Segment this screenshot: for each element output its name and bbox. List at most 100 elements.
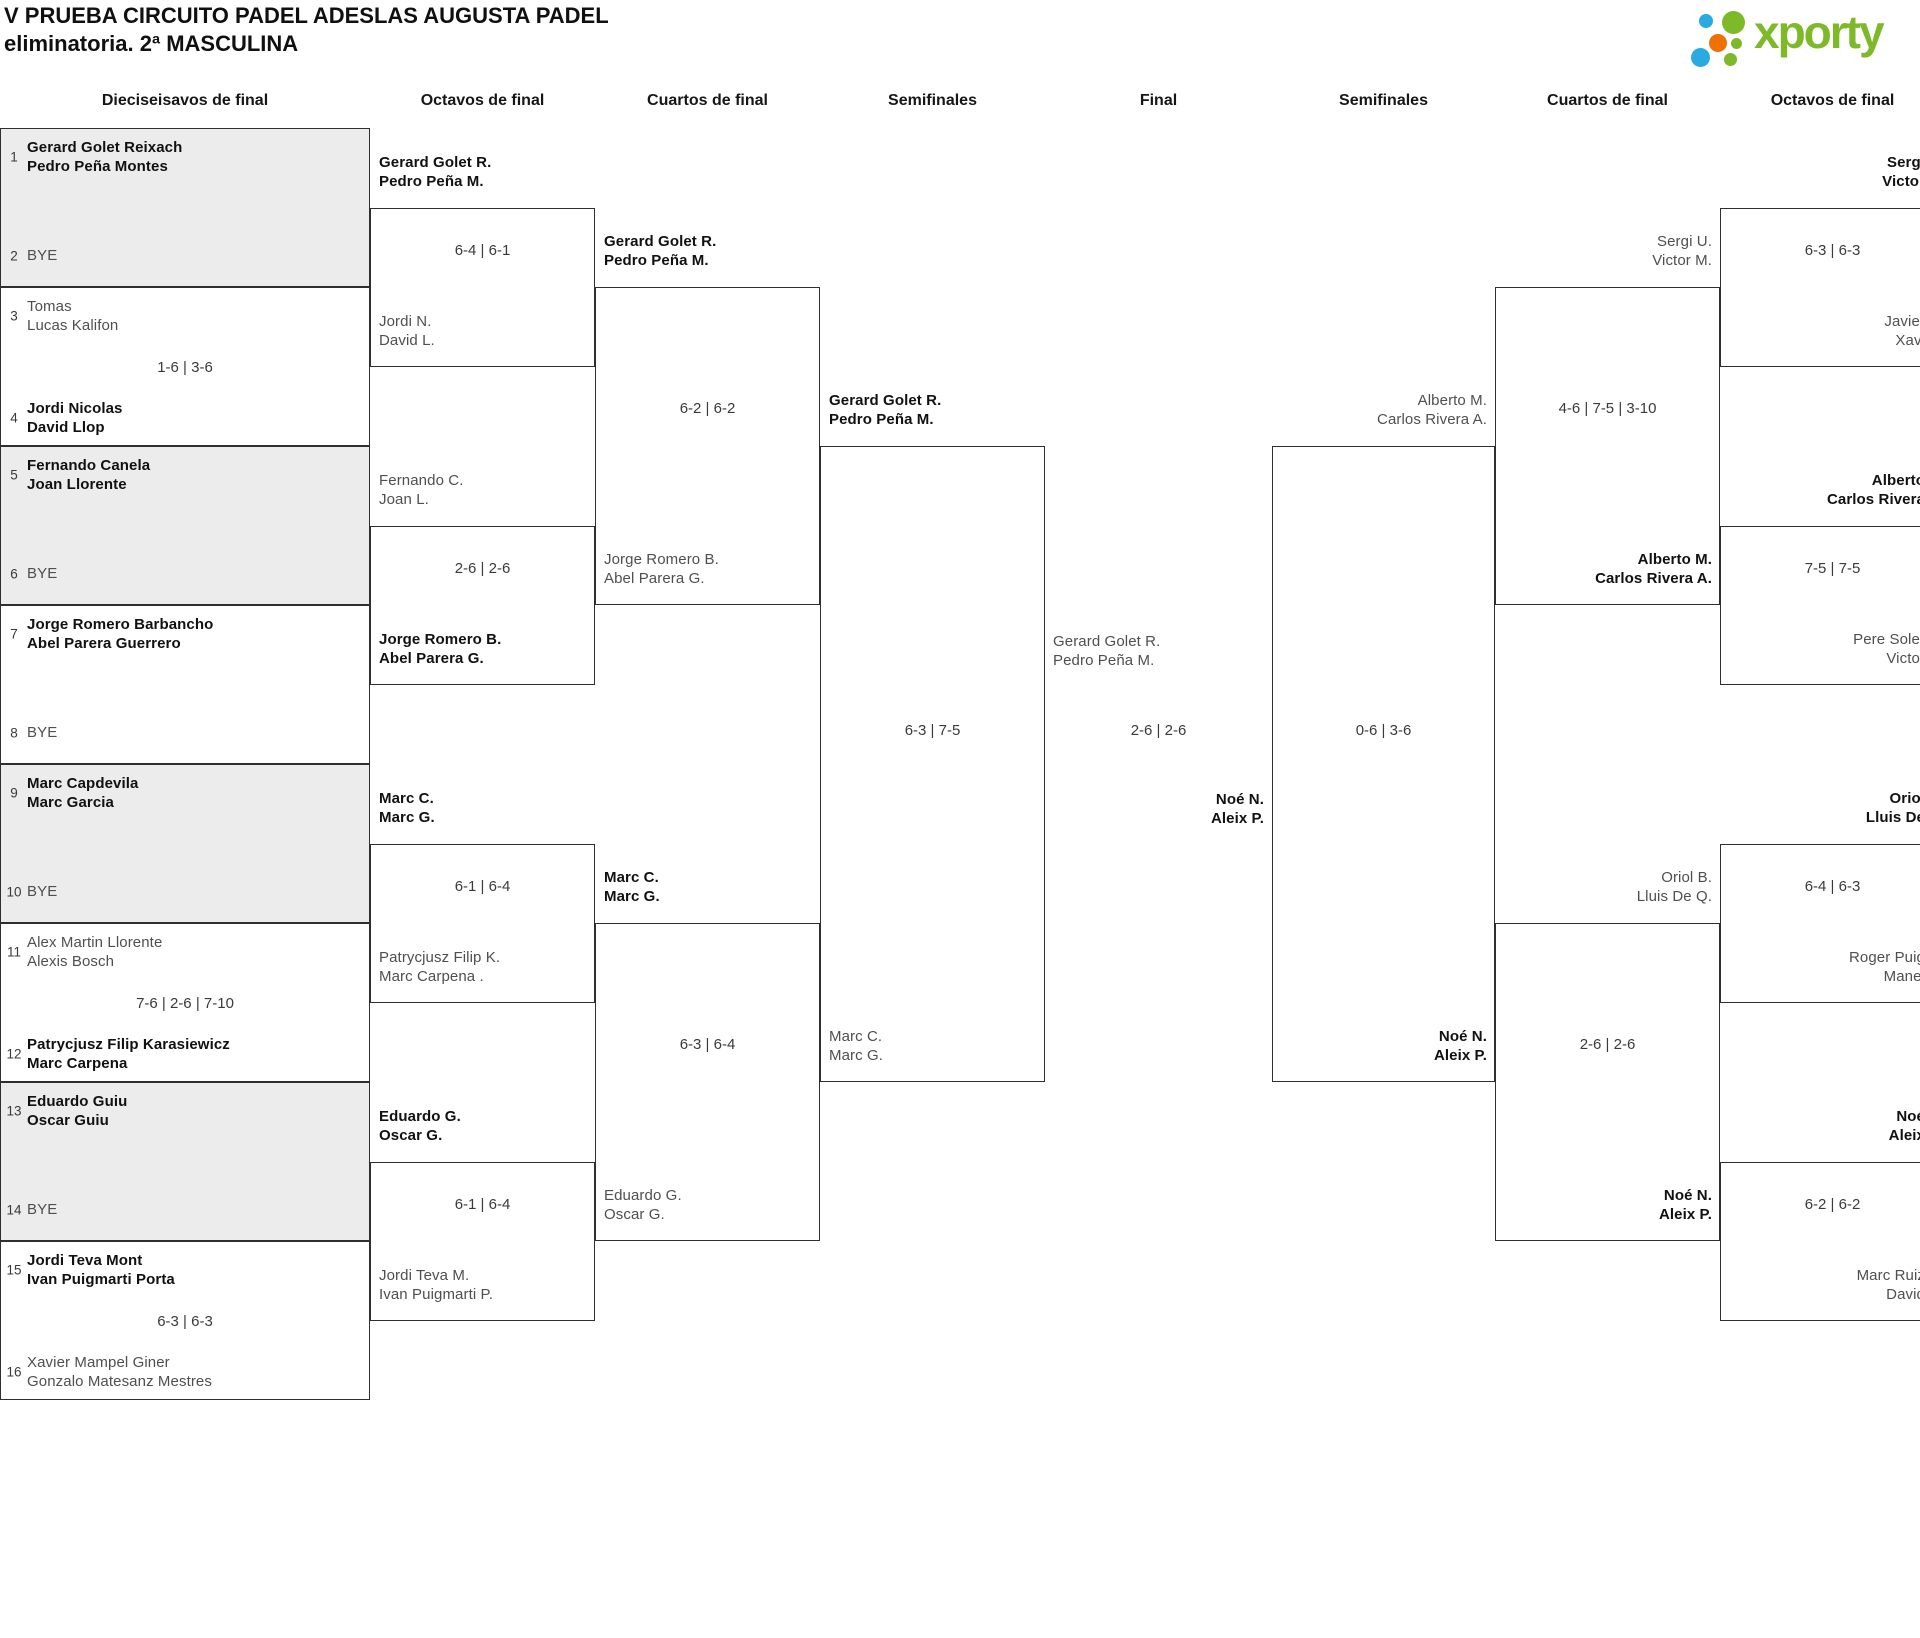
seed-number: 6 [10, 566, 18, 581]
team-label[interactable]: BYE [27, 724, 58, 741]
bracket-slot: 8 BYE [0, 723, 370, 742]
match-box [595, 287, 820, 605]
team-label[interactable]: Gerard Golet R.Pedro Peña M. [829, 392, 942, 428]
match-box [595, 923, 820, 1241]
team-label[interactable]: Noé N.Aleix P. [1210, 791, 1264, 827]
seed-number: 3 [10, 308, 18, 324]
round-header-octavos-left: Octavos de final [420, 92, 545, 109]
seed-number: 8 [10, 725, 18, 740]
team-label[interactable]: Pere SolerVictor [1853, 630, 1920, 667]
match-box [0, 128, 370, 287]
team-label[interactable]: Noé N.Aleix P. [1433, 1028, 1487, 1064]
team-label[interactable]: Fernando C.Joan L. [379, 471, 464, 508]
team-label[interactable]: Marc C.Marc G. [379, 789, 435, 826]
team-label[interactable]: OriolLluis De [1865, 789, 1920, 826]
team-label[interactable]: Jorge Romero B.Abel Parera G. [379, 630, 502, 667]
team-label[interactable]: BYE [27, 1201, 58, 1218]
match-box [1272, 446, 1495, 1082]
team-label[interactable]: BYE [27, 247, 58, 264]
match-box [0, 446, 370, 605]
match-box [0, 287, 370, 446]
team-label[interactable]: BYE [27, 565, 58, 582]
team-label[interactable]: Eduardo G.Oscar G. [379, 1107, 461, 1144]
team-label[interactable]: Jordi Teva M.Ivan Puigmarti P. [379, 1266, 493, 1303]
logo-dot-blue-large-icon [1691, 48, 1710, 67]
team-label[interactable]: NoéAleix [1888, 1107, 1920, 1144]
team-label[interactable]: Roger PuigManel [1848, 948, 1920, 985]
team-label[interactable]: Noé N.Aleix P. [1658, 1187, 1712, 1223]
team-label[interactable]: Alberto M.Carlos Rivera A. [1377, 392, 1487, 428]
match-score: 6-3 | 6-3 [157, 1312, 213, 1330]
seed-number: 16 [6, 1364, 22, 1380]
match-box [1720, 525, 1920, 685]
team-label[interactable]: Gerard Golet R.Pedro Peña M. [379, 153, 492, 190]
match-box [370, 207, 595, 367]
bracket-slot: 6 BYE [0, 564, 370, 583]
match-box [370, 525, 595, 685]
match-box [0, 1241, 370, 1400]
match-box [1720, 207, 1920, 367]
match-score: 2-6 | 2-6 [1130, 722, 1187, 739]
team-label[interactable]: SergiVictor [1882, 153, 1920, 190]
team-label[interactable]: Jordi N.David L. [379, 312, 435, 349]
team-label[interactable]: Marc RuizDavid [1856, 1266, 1920, 1303]
match-box [1495, 923, 1720, 1241]
match-box [1495, 287, 1720, 605]
xporty-logo[interactable]: xporty [1688, 4, 1910, 67]
seed-number: 10 [6, 884, 22, 899]
team-label[interactable]: Oriol B.Lluis De Q. [1636, 869, 1712, 905]
team-label[interactable]: Gerard Golet R.Pedro Peña M. [1053, 633, 1161, 669]
team-label[interactable]: Marc C.Marc G. [604, 869, 660, 905]
match-score: 6-2 | 6-2 [1804, 1195, 1861, 1213]
match-box [0, 923, 370, 1082]
logo-dot-blue-small-icon [1699, 14, 1713, 28]
seed-number: 5 [10, 467, 18, 483]
seed-number: 2 [10, 248, 18, 263]
match-score: 7-6 | 2-6 | 7-10 [136, 994, 234, 1012]
bracket-subtitle: eliminatoria. 2ª MASCULINA [4, 31, 299, 56]
match-box [0, 1082, 370, 1241]
round-header-cuartos-right: Cuartos de final [1547, 92, 1668, 109]
match-box [370, 843, 595, 1003]
logo-dot-orange-icon [1709, 34, 1727, 52]
team-label[interactable]: Sergi U.Victor M. [1652, 233, 1712, 269]
team-label[interactable]: Marc C.Marc G. [829, 1028, 884, 1064]
team-label[interactable]: Eduardo G.Oscar G. [604, 1187, 682, 1223]
logo-dot-green-large-icon [1722, 11, 1745, 34]
team-label[interactable]: Jorge Romero B.Abel Parera G. [604, 551, 719, 587]
match-score: 6-1 | 6-4 [454, 877, 511, 895]
round-header-final: Final [1139, 92, 1178, 109]
team-label[interactable]: Patrycjusz Filip K.Marc Carpena . [379, 948, 501, 985]
round-header-dieciseisavos: Dieciseisavos de final [101, 92, 269, 109]
team-label[interactable]: Alberto M.Carlos Rivera A. [1595, 551, 1712, 587]
team-label[interactable]: JavierXavi [1884, 312, 1920, 349]
match-score: 1-6 | 3-6 [157, 358, 213, 376]
match-score: 6-4 | 6-1 [454, 241, 511, 259]
match-score: 2-6 | 2-6 [454, 559, 511, 577]
match-box [1720, 843, 1920, 1003]
match-score: 6-3 | 6-4 [679, 1036, 736, 1053]
team-label[interactable]: Gerard Golet R.Pedro Peña M. [604, 233, 717, 269]
team-label[interactable]: BYE [27, 883, 58, 900]
